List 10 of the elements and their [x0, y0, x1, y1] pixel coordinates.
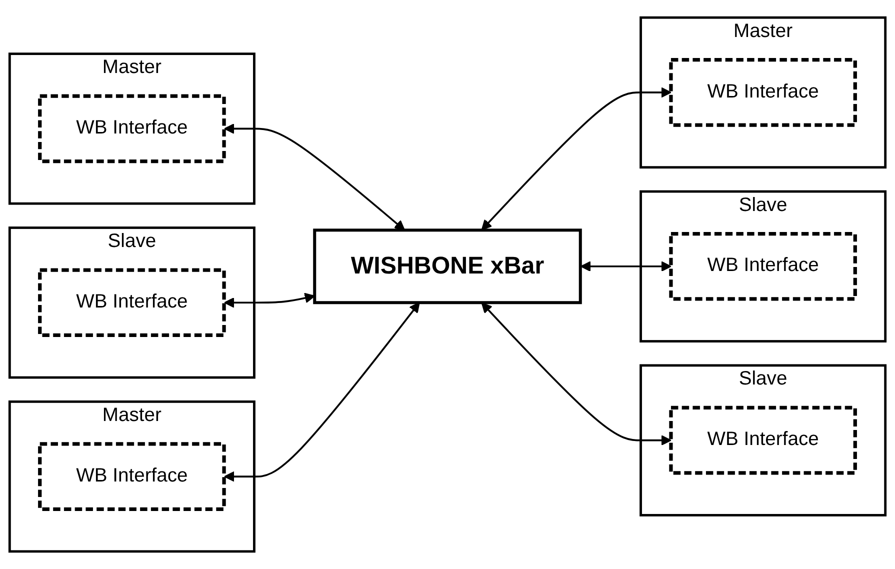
- node-box: WB Interface: [38, 94, 226, 164]
- node-box: WB Interface: [669, 406, 857, 475]
- node-box: WB Interface: [669, 58, 857, 127]
- node-box: WISHBONE xBar: [313, 228, 582, 304]
- node-box: WB Interface: [38, 442, 226, 511]
- arrow: [224, 302, 420, 482]
- arrow: [224, 123, 406, 231]
- node-box: WB Interface: [38, 268, 226, 338]
- arrow: [224, 292, 316, 308]
- node-box: WB Interface: [669, 232, 857, 301]
